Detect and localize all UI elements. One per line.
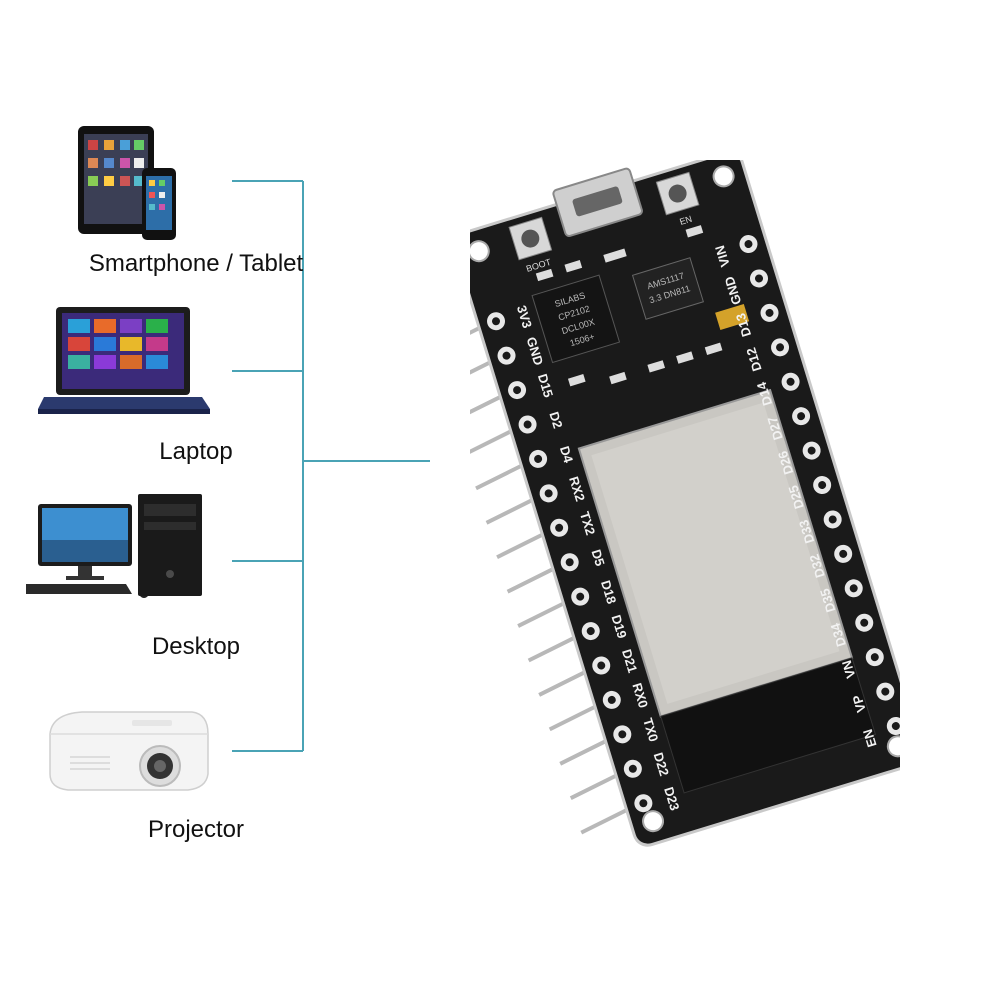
pin-pad-right-hole <box>891 722 900 731</box>
esp32-dev-board: 3V3GNDD15D2D4RX2TX2D5D18D19D21RX0TX0D22D… <box>470 160 900 847</box>
device-laptop: Laptop <box>38 305 340 475</box>
pin-pad-right-hole <box>807 446 816 455</box>
pin-pad-left-hole <box>502 351 511 360</box>
device-smartphone: Smartphone / Tablet <box>60 120 340 280</box>
pin-pad-right-hole <box>849 584 858 593</box>
pin-pad-left-hole <box>544 489 553 498</box>
pin-label-left: D22 <box>651 751 672 778</box>
pin-label-right: D34 <box>827 621 849 649</box>
pin-pad-right-hole <box>828 515 837 524</box>
pin-pad-left-hole <box>492 317 501 326</box>
pin-pad-left-hole <box>618 730 627 739</box>
device-label-laptop: Laptop <box>159 438 233 465</box>
pin-pad-left-hole <box>597 661 606 670</box>
pin-pad-left-hole <box>607 695 616 704</box>
pin-pad-left-hole <box>565 558 574 567</box>
pin-label-left: D18 <box>598 579 619 606</box>
pin-label-left: D2 <box>546 410 565 430</box>
pin-label-left: TX0 <box>640 716 661 743</box>
pin-label-right: D26 <box>775 449 796 476</box>
pin-label-left: TX2 <box>577 510 598 537</box>
pin-pad-right-hole <box>870 653 879 662</box>
pin-label-left: D5 <box>589 548 608 568</box>
pin-label-right: D35 <box>817 587 838 614</box>
desktop-computer-icon <box>26 494 202 598</box>
pin-pad-left-hole <box>534 454 543 463</box>
pin-label-right: VN <box>839 658 859 680</box>
pin-label-left: RX2 <box>566 475 588 504</box>
pin-pad-right-hole <box>744 240 753 249</box>
pin-label-left: 3V3 <box>514 303 535 330</box>
pin-pad-left-hole <box>628 764 637 773</box>
pin-label-left: D23 <box>661 785 682 812</box>
pin-label-right: D33 <box>796 518 817 545</box>
projector-icon <box>49 711 209 791</box>
pin-label-right: VIN <box>712 244 733 269</box>
pin-pad-right-hole <box>881 687 890 696</box>
pin-label-left: D15 <box>535 372 556 399</box>
smartphone-tablet-icon <box>78 126 176 240</box>
pin-pad-right-hole <box>818 481 827 490</box>
pin-pad-right-hole <box>755 274 764 283</box>
laptop-icon <box>38 307 210 414</box>
device-label-smartphone: Smartphone / Tablet <box>88 250 304 277</box>
usb-uart-chip <box>531 274 621 364</box>
pin-pad-right-hole <box>765 308 774 317</box>
device-label-desktop: Desktop <box>151 633 241 660</box>
pin-pad-left-hole <box>639 799 648 808</box>
pin-label-right: D27 <box>764 415 785 442</box>
pin-pad-right-hole <box>776 343 785 352</box>
pin-label-right: D12 <box>743 346 764 373</box>
pin-label-right: D25 <box>785 484 806 511</box>
pin-label-left: D21 <box>619 647 640 674</box>
pin-label-left: RX0 <box>629 681 651 710</box>
device-label-projector: Projector <box>147 816 245 843</box>
pin-label-right: D14 <box>754 380 776 408</box>
pin-pad-right-hole <box>786 377 795 386</box>
pin-pad-right-hole <box>839 549 848 558</box>
pin-label-left: D4 <box>557 444 576 465</box>
pin-label-right: VP <box>849 693 869 714</box>
voltage-regulator <box>631 257 705 320</box>
pin-pad-right-hole <box>797 412 806 421</box>
pin-label-right: EN <box>860 727 880 749</box>
device-projector: Projector <box>49 700 340 850</box>
pin-pad-left-hole <box>513 386 522 395</box>
pin-pad-left-hole <box>586 627 595 636</box>
button-silkscreen-label: EN <box>678 214 693 227</box>
pin-label-right: D32 <box>806 552 827 579</box>
device-desktop: Desktop <box>26 492 340 662</box>
pin-label-right: D13 <box>733 311 754 338</box>
pin-label-left: D19 <box>609 613 630 640</box>
pin-pad-right-hole <box>860 618 869 627</box>
pin-pad-left-hole <box>523 420 532 429</box>
pin-pad-left-hole <box>555 523 564 532</box>
pin-pad-left-hole <box>576 592 585 601</box>
